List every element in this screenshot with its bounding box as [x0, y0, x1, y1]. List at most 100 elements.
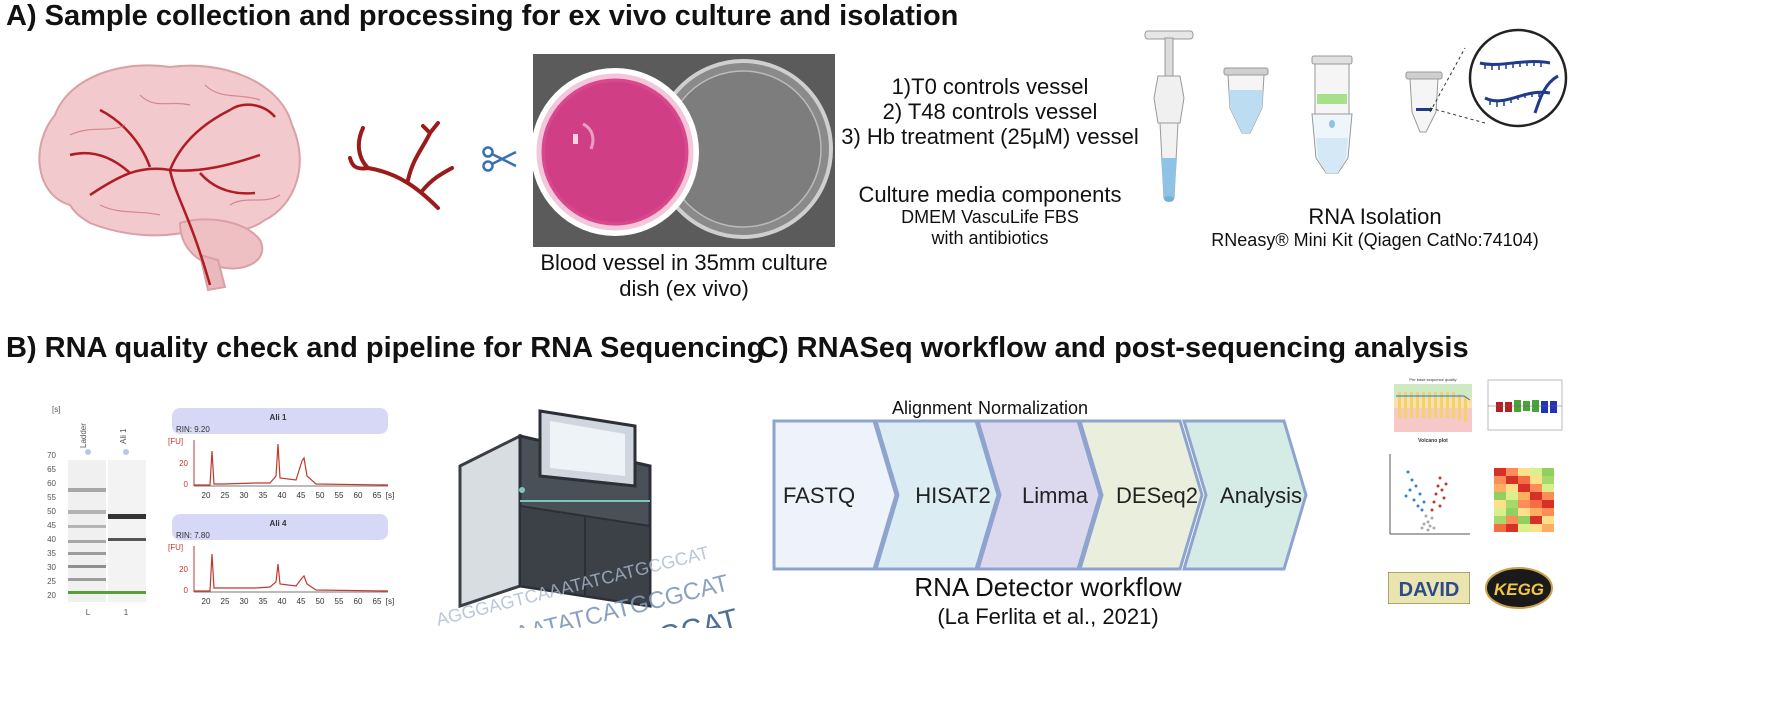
trace-y-unit: [FU] [168, 437, 183, 446]
pipeline-step-shape [772, 419, 898, 571]
condition-item: 2) T48 controls vessel [882, 99, 1098, 124]
media-components: DMEM VascuLife FBS with antibiotics [830, 207, 1150, 249]
svg-text:35: 35 [259, 491, 268, 500]
heatmap-cell [1530, 476, 1542, 484]
svg-text:20: 20 [179, 565, 188, 574]
brain-illustration [38, 64, 301, 292]
pipeline-step-label: DESeq2 [1116, 483, 1198, 508]
condition-item: 3) Hb treatment (25µM) vessel [841, 124, 1139, 149]
heatmap-cell [1530, 484, 1542, 492]
heatmap-cell [1518, 508, 1530, 516]
rna-tube-icon [1405, 71, 1443, 133]
svg-text:[s]: [s] [386, 597, 394, 606]
svg-text:45: 45 [297, 491, 306, 500]
condition-item: 1)T0 controls vessel [891, 74, 1089, 99]
section-a-title: A) Sample collection and processing for … [6, 0, 959, 32]
pipette-icon [1144, 30, 1194, 202]
trace-rin: RIN: 9.20 [176, 425, 210, 434]
svg-text:70: 70 [47, 451, 56, 460]
pipeline-step-label: HISAT2 [915, 483, 990, 508]
rna-zoom-circle [1468, 28, 1568, 128]
svg-text:65: 65 [47, 465, 56, 474]
svg-text:25: 25 [221, 597, 230, 606]
svg-text:30: 30 [240, 491, 249, 500]
volcano-plot-thumbnail [1389, 454, 1470, 535]
gel-ticks: 70 65 60 55 50 45 40 35 30 25 20 [47, 451, 56, 600]
svg-text:40: 40 [47, 535, 56, 544]
heatmap-cell [1542, 476, 1554, 484]
heatmap-cell [1518, 524, 1530, 532]
media-line1: DMEM VascuLife FBS [901, 207, 1079, 227]
kegg-logo: KEGG [1485, 567, 1553, 609]
svg-text:60: 60 [354, 597, 363, 606]
heatmap-cell [1518, 484, 1530, 492]
svg-text:40: 40 [278, 597, 287, 606]
dish-caption: Blood vessel in 35mm culture dish (ex vi… [533, 250, 835, 302]
heatmap-cell [1506, 500, 1518, 508]
svg-text:50: 50 [316, 491, 325, 500]
rnaseq-pipeline: FASTQ HISAT2 Limma DESeq2 Analysis [772, 419, 1308, 571]
heatmap-cell [1530, 500, 1542, 508]
heatmap-cell [1530, 508, 1542, 516]
gel-bottom-label: 1 [124, 608, 129, 617]
heatmap-cell [1506, 484, 1518, 492]
svg-text:55: 55 [47, 493, 56, 502]
svg-text:65: 65 [373, 491, 382, 500]
svg-text:KEGG: KEGG [1494, 580, 1544, 599]
heatmap-cell [1506, 476, 1518, 484]
heatmap-cell [1494, 508, 1506, 516]
step-label-normalization: Normalization [978, 398, 1089, 418]
pipeline-step-shape [1077, 419, 1204, 571]
pipeline-step-label: FASTQ [783, 483, 855, 508]
sequencer-illustration: AGGGAGTCAAATATCATGCGCAT AGGGAGTCAAATATCA… [410, 409, 742, 628]
gel-lane-label: Ladder [79, 423, 88, 448]
heatmap-cell [1506, 524, 1518, 532]
heatmap-cell [1494, 500, 1506, 508]
pipeline-step-label: Limma [1022, 483, 1089, 508]
svg-text:Volcano plot: Volcano plot [1418, 438, 1448, 444]
svg-text:25: 25 [221, 491, 230, 500]
pipeline-step-label: Analysis [1220, 483, 1302, 508]
vessel-icon [348, 121, 454, 210]
trace-y-unit: [FU] [168, 543, 183, 552]
david-logo: DAVID [1388, 572, 1470, 604]
media-title: Culture media components [858, 182, 1122, 207]
heatmap-cell [1542, 484, 1554, 492]
svg-text:30: 30 [240, 597, 249, 606]
heatmap-cell [1494, 476, 1506, 484]
gel-bottom-label: L [86, 608, 91, 617]
heatmap-cell [1494, 524, 1506, 532]
svg-text:40: 40 [278, 491, 287, 500]
trace-name: Ali 1 [270, 413, 287, 422]
gel-lane-label: Ali 1 [119, 428, 128, 444]
quality-plot-thumbnail: Per base sequence quality Volcano plot [1394, 377, 1472, 444]
scissors-icon [482, 146, 517, 172]
heatmap-cell [1542, 468, 1554, 476]
heatmap-cell [1542, 516, 1554, 524]
svg-text:35: 35 [259, 597, 268, 606]
heatmap-cell [1518, 516, 1530, 524]
svg-text:[s]: [s] [386, 491, 394, 500]
expression-boxplot-thumbnail [1487, 379, 1563, 431]
dish-caption-line2: dish (ex vivo) [619, 276, 749, 301]
heatmap-cell [1518, 500, 1530, 508]
trace-rin: RIN: 7.80 [176, 531, 210, 540]
heatmap-cell [1542, 524, 1554, 532]
svg-text:55: 55 [335, 491, 344, 500]
svg-text:50: 50 [47, 507, 56, 516]
heatmap-cell [1494, 484, 1506, 492]
svg-text:50: 50 [316, 597, 325, 606]
heatmap-cell [1530, 468, 1542, 476]
heatmap-cell [1518, 492, 1530, 500]
heatmap-cell [1530, 524, 1542, 532]
electropherogram-trace-1: Ali 1 RIN: 9.20 [FU] 20 0 20 25 30 35 40… [168, 408, 394, 500]
svg-text:20: 20 [202, 597, 211, 606]
heatmap-cell [1518, 468, 1530, 476]
spin-column-icon [1311, 55, 1353, 174]
rna-isolation-tubes [1144, 28, 1568, 202]
isolation-title: RNA Isolation [1308, 204, 1442, 229]
svg-text:55: 55 [335, 597, 344, 606]
heatmap-thumbnail [1494, 468, 1554, 532]
media-line2: with antibiotics [931, 228, 1049, 248]
heatmap-cell [1542, 492, 1554, 500]
